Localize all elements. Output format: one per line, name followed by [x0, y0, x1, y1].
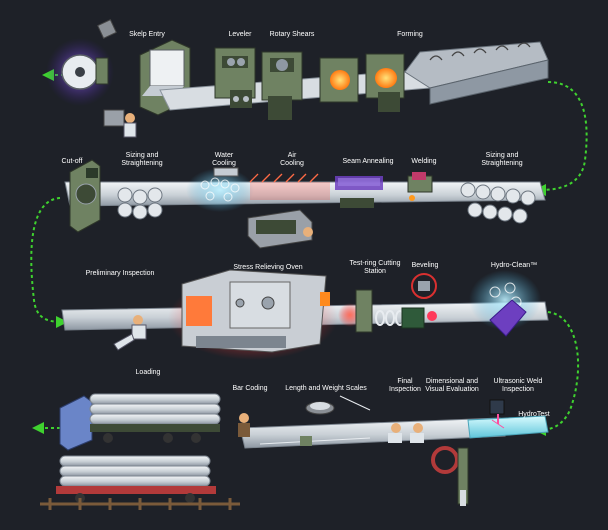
cut-off-saw-icon	[86, 168, 98, 178]
label-length-weight-scales: Length and Weight Scales	[285, 385, 367, 392]
label-final-inspection: Final Inspection	[389, 378, 421, 393]
truck-cab-icon	[59, 395, 93, 451]
label-hydro-clean: Hydro-Clean™	[490, 262, 538, 269]
pipe-row4	[239, 417, 506, 449]
control-console-icon	[103, 109, 125, 127]
label-hydrotest: HydroTest	[518, 411, 550, 418]
label-rotary-shears: Rotary Shears	[269, 31, 315, 38]
visual-inspector-icon	[413, 423, 423, 433]
label-seam-annealing: Seam Annealing	[342, 158, 394, 165]
label-welding: Welding	[411, 158, 437, 165]
sizing-straightening-1-rollers	[117, 187, 163, 220]
cut-off-station	[69, 159, 101, 233]
operator-icon-2	[303, 227, 313, 237]
oven-door-glow	[186, 296, 212, 326]
label-air-cooling: Air Cooling	[280, 152, 304, 167]
loading-truck	[59, 393, 221, 451]
label-cut-off: Cut-off	[61, 158, 83, 165]
forming-rollers	[404, 41, 549, 89]
operator-icon	[125, 113, 135, 123]
rotary-shears-machine	[261, 51, 303, 120]
label-loading: Loading	[135, 369, 161, 376]
welding-station	[407, 172, 433, 201]
label-sizing-straightening-1: Sizing and Straightening	[121, 152, 163, 167]
hydro-clean-nozzle-icon	[489, 299, 527, 337]
flame-icon	[320, 292, 330, 306]
loading-railcar	[40, 455, 240, 510]
flow-arrows	[30, 69, 588, 436]
water-cooling-zone	[186, 167, 254, 212]
crane-hook-icon	[97, 19, 117, 39]
bar-code-operator-icon	[239, 413, 249, 423]
inspector-icon	[133, 315, 143, 325]
forming-machine	[319, 41, 549, 112]
label-dimensional-visual: Dimensional and Visual Evaluation	[425, 378, 479, 393]
hydro-clean-station	[469, 270, 541, 337]
label-forming: Forming	[397, 31, 423, 38]
label-ultrasonic-weld: Ultrasonic Weld Inspection	[493, 378, 543, 393]
final-inspector-icon	[391, 423, 401, 433]
dimensional-visual-station	[410, 423, 424, 443]
label-bar-coding: Bar Coding	[232, 385, 268, 392]
ultrasonic-weld-inspection	[489, 399, 505, 429]
length-weight-scales	[259, 395, 371, 446]
ultrasonic-probe-icon	[489, 399, 505, 415]
hydrotest-pipe-segment	[467, 415, 549, 439]
label-stress-relieving-oven: Stress Relieving Oven	[233, 264, 303, 271]
label-test-ring-cutting: Test-ring Cutting Station	[349, 260, 401, 275]
preliminary-inspector	[113, 315, 147, 351]
label-skelp-entry: Skelp Entry	[129, 31, 165, 38]
air-cooling-zone	[249, 173, 319, 183]
label-water-cooling: Water Cooling	[212, 152, 236, 167]
skelp-entry-station	[46, 19, 137, 138]
label-beveling: Beveling	[411, 262, 439, 269]
final-inspection-station	[388, 423, 402, 443]
label-leveler: Leveler	[228, 31, 252, 38]
leveler-machine	[214, 47, 256, 108]
control-room	[247, 209, 313, 249]
label-preliminary-inspection: Preliminary Inspection	[85, 270, 155, 277]
hydrotest-gauge	[431, 446, 469, 506]
weld-spark-icon	[409, 195, 415, 201]
stress-relieving-oven	[168, 269, 338, 360]
length-gauge-line	[259, 437, 371, 445]
label-sizing-straightening-2: Sizing and Straightening	[481, 152, 523, 167]
water-spray-header-icon	[213, 167, 239, 177]
forming-roll-heat	[330, 70, 350, 90]
pressure-gauge-icon	[431, 446, 459, 474]
bar-coding-station	[238, 413, 250, 437]
seam-annealing-station	[335, 176, 383, 208]
sizing-straightening-2-rollers	[460, 182, 536, 224]
beveling-station	[401, 273, 437, 329]
